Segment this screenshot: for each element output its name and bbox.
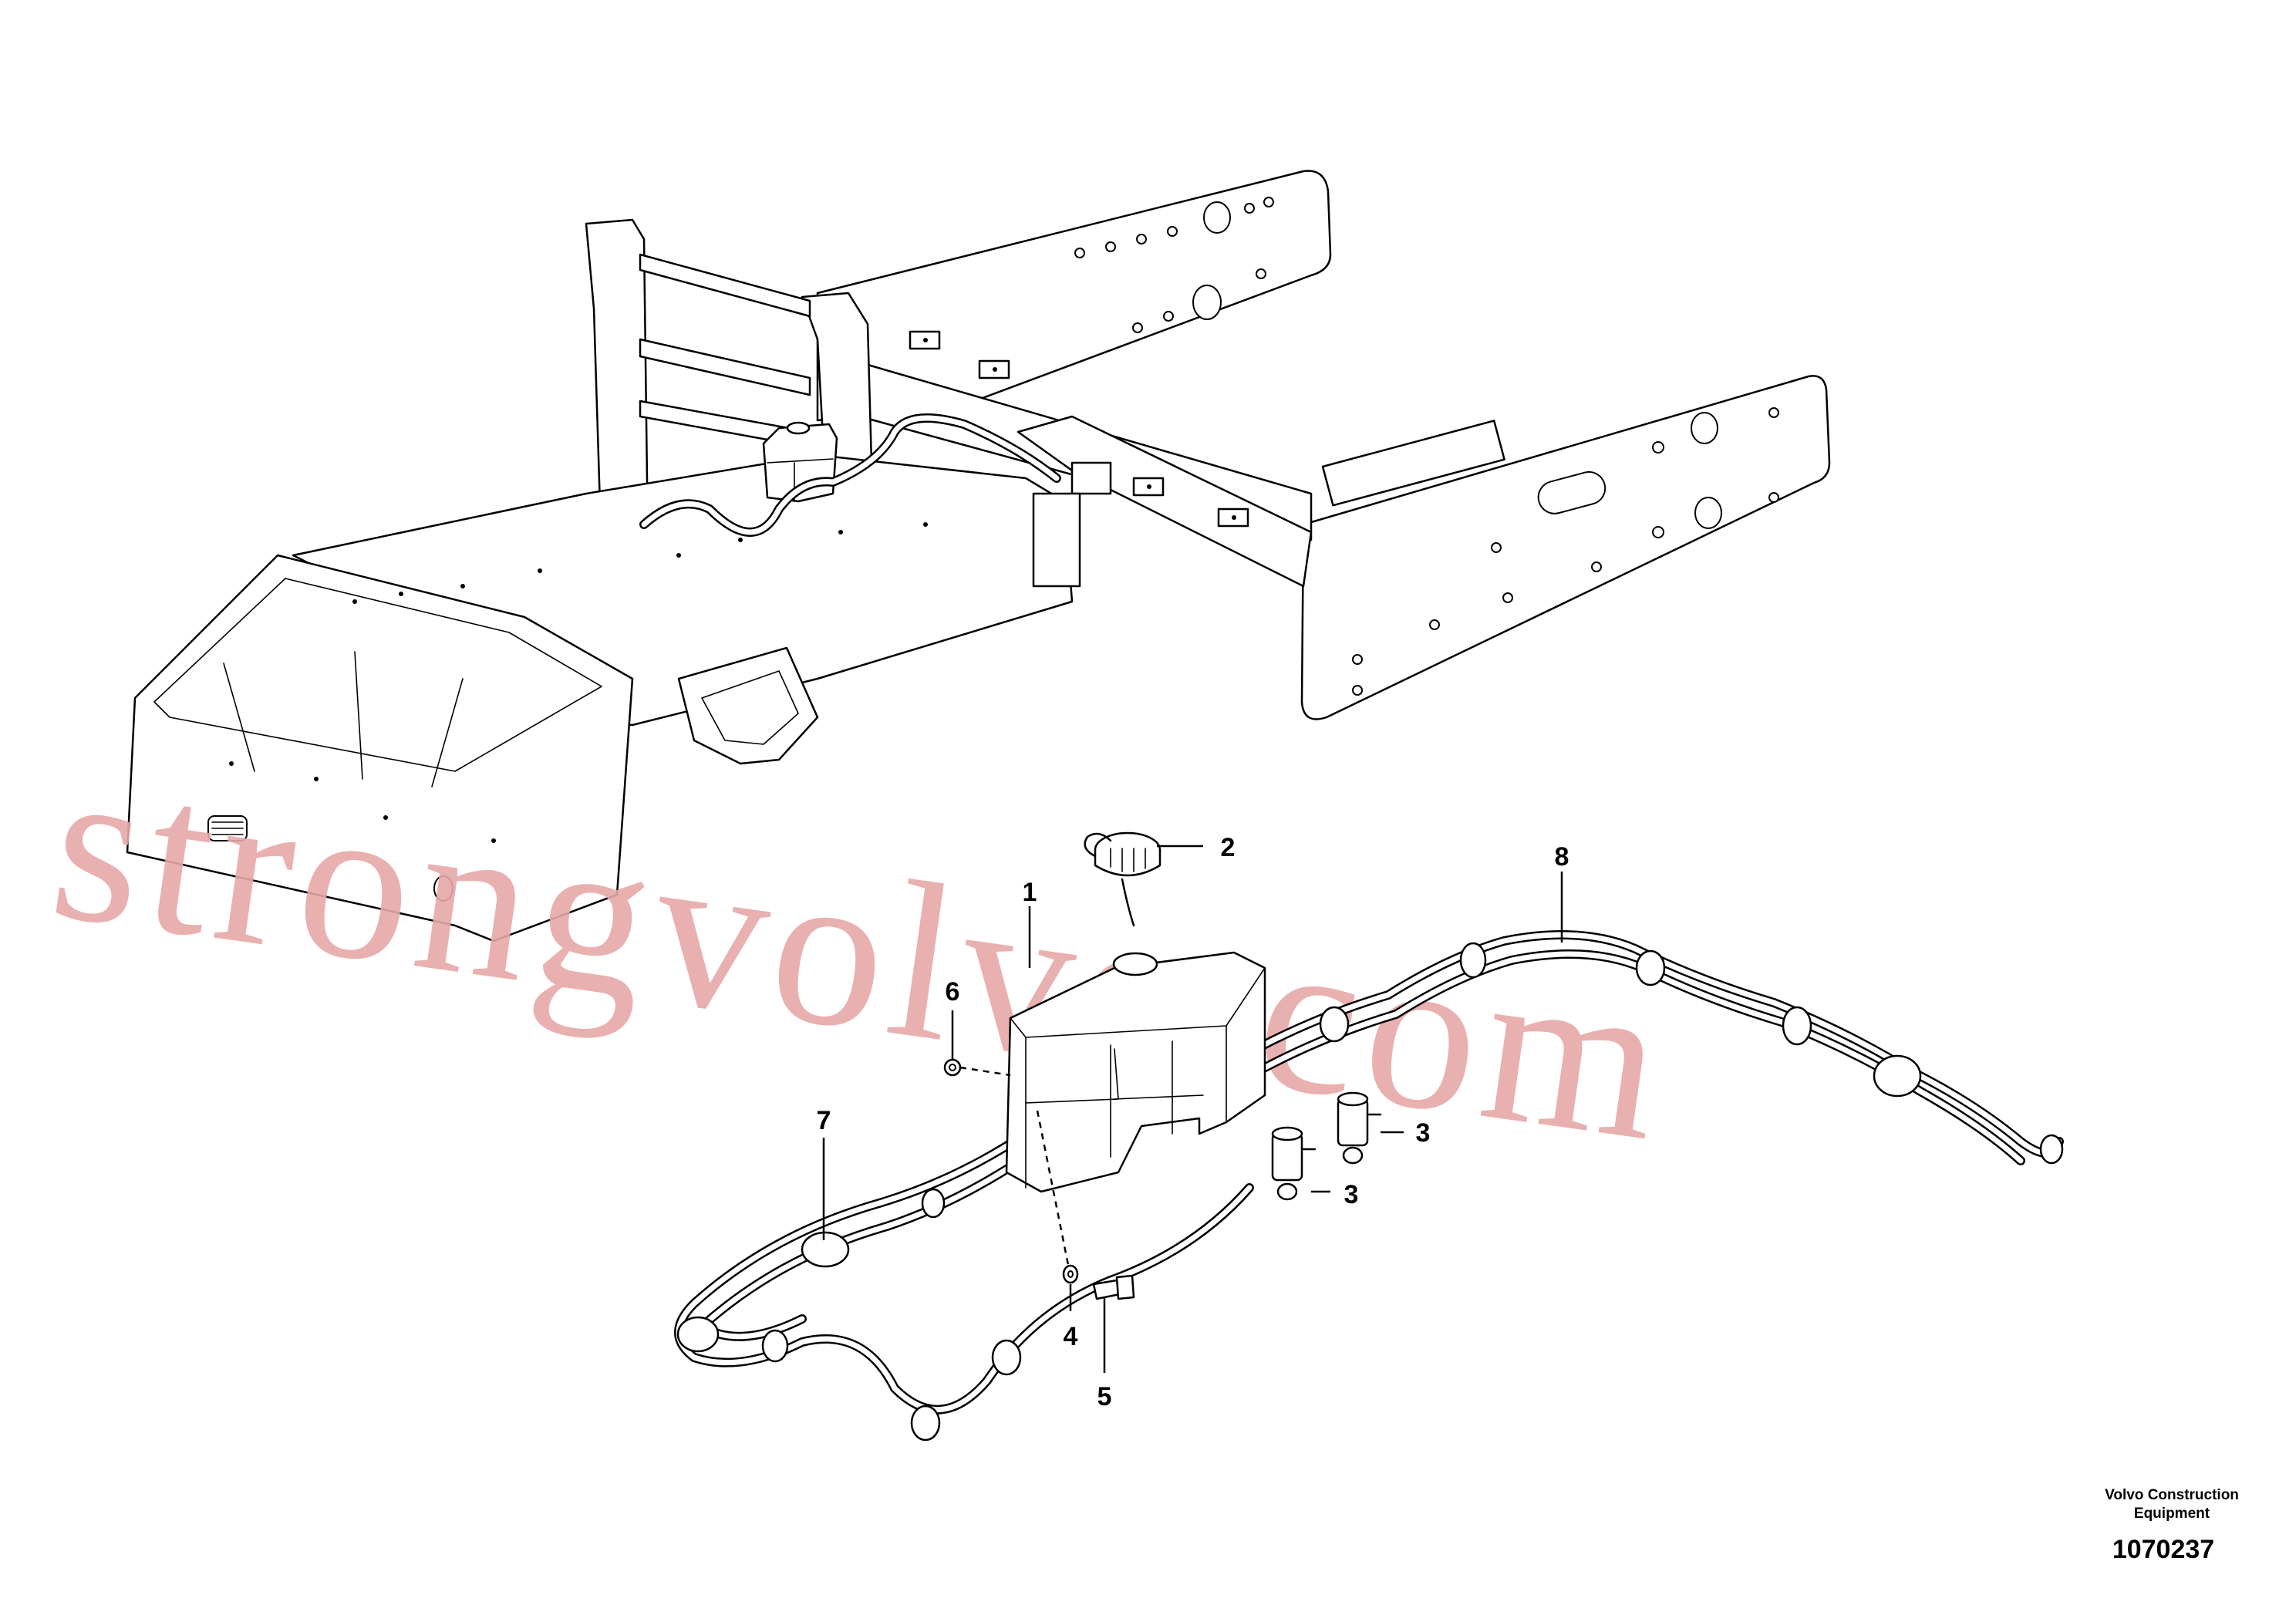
front-box	[126, 554, 634, 943]
callout-2: 2	[1221, 833, 1236, 862]
washer-4	[1062, 1264, 1079, 1284]
front-box-inner	[153, 578, 602, 772]
credit-line-2: Equipment	[2134, 1506, 2210, 1522]
hose-8	[1237, 930, 2064, 1165]
upright-crossbar-top	[639, 253, 811, 318]
cross-beam-2	[1017, 415, 1313, 588]
assembly-line-4	[1036, 1110, 1070, 1266]
assembly-line-6	[959, 1066, 1011, 1077]
callout-4: 4	[1064, 1322, 1078, 1351]
callout-6: 6	[946, 977, 960, 1007]
front-plate-label-slot	[1321, 420, 1505, 507]
callout-3-lower: 3	[1344, 1180, 1359, 1209]
washer-pump-b	[1337, 1091, 1382, 1165]
drawing-number: 1070237	[2112, 1535, 2214, 1564]
rear-side-plate	[816, 170, 1332, 422]
washer-reservoir	[1005, 951, 1266, 1193]
hose-7	[674, 1129, 1254, 1442]
frame-saddle	[677, 646, 819, 765]
callout-7: 7	[817, 1106, 831, 1135]
front-plate-holes	[1352, 407, 1779, 696]
bolt-5	[1092, 1274, 1135, 1300]
frame-brackets	[909, 330, 1249, 588]
callout-5: 5	[1097, 1382, 1112, 1411]
upright-crossbar-mid	[639, 338, 811, 396]
leader-lines	[822, 845, 1563, 1373]
washer-6	[943, 1058, 962, 1077]
frame-rivets	[229, 522, 928, 843]
rear-plate-holes	[1074, 197, 1274, 333]
front-box-hole	[433, 875, 453, 902]
hose-8-clips	[1319, 942, 2064, 1165]
hose-7-clips	[676, 1188, 1022, 1442]
callout-labels: 1 2 3 3 4 5 6 7 8	[817, 833, 1569, 1411]
front-side-plate	[1300, 375, 1831, 720]
filler-neck	[1112, 952, 1158, 976]
watermark: strongvolvo.com	[39, 717, 1684, 1189]
credit-line-1: Volvo Construction	[2105, 1487, 2239, 1503]
washer-pump-a	[1271, 1126, 1317, 1201]
callout-3-upper: 3	[1416, 1118, 1431, 1148]
frame-hose-routing	[639, 413, 1061, 537]
title-block: Volvo Construction Equipment 1070237	[2105, 1487, 2239, 1564]
machine-frame-illustration	[126, 170, 1831, 943]
front-box-grille	[207, 815, 248, 841]
callout-8: 8	[1555, 842, 1569, 872]
reservoir-cap	[1084, 831, 1161, 927]
callout-1: 1	[1023, 878, 1037, 907]
washer-system-exploded: 1 2 3 3 4 5 6 7 8	[674, 831, 2064, 1442]
